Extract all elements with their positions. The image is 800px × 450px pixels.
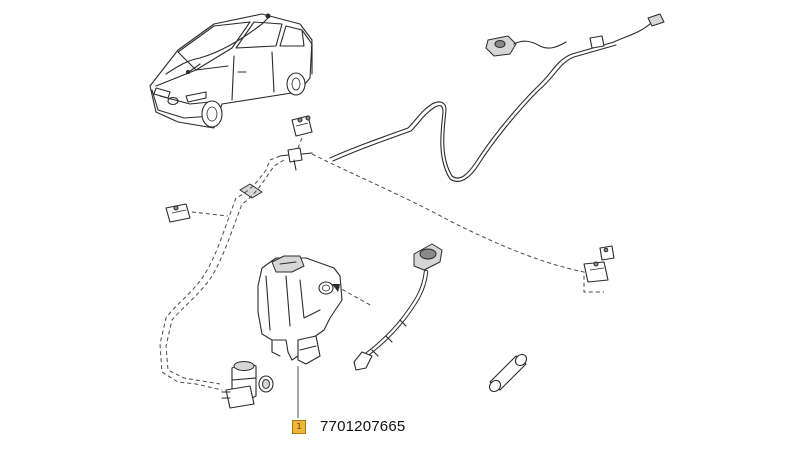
tee-connector <box>279 147 313 171</box>
hose-sleeve <box>488 353 528 393</box>
clip-right <box>583 261 609 283</box>
washer-reservoir <box>257 255 343 365</box>
filler-tube <box>353 243 443 371</box>
callout-badge[interactable]: 1 <box>292 419 306 434</box>
front-washer-hose <box>159 153 604 391</box>
washer-pump <box>221 361 257 409</box>
clip-left <box>165 203 191 223</box>
pump-grommet <box>258 375 274 393</box>
part-callout[interactable]: 1 7701207665 <box>292 418 405 435</box>
part-number-label[interactable]: 7701207665 <box>320 418 406 435</box>
car-illustration <box>149 13 313 129</box>
clip-right-upper <box>599 245 615 261</box>
rear-nozzle <box>485 35 517 57</box>
inline-connector <box>239 183 263 199</box>
end-connector <box>613 13 665 43</box>
rear-washer-hose <box>329 13 665 182</box>
clip-top <box>291 115 313 137</box>
